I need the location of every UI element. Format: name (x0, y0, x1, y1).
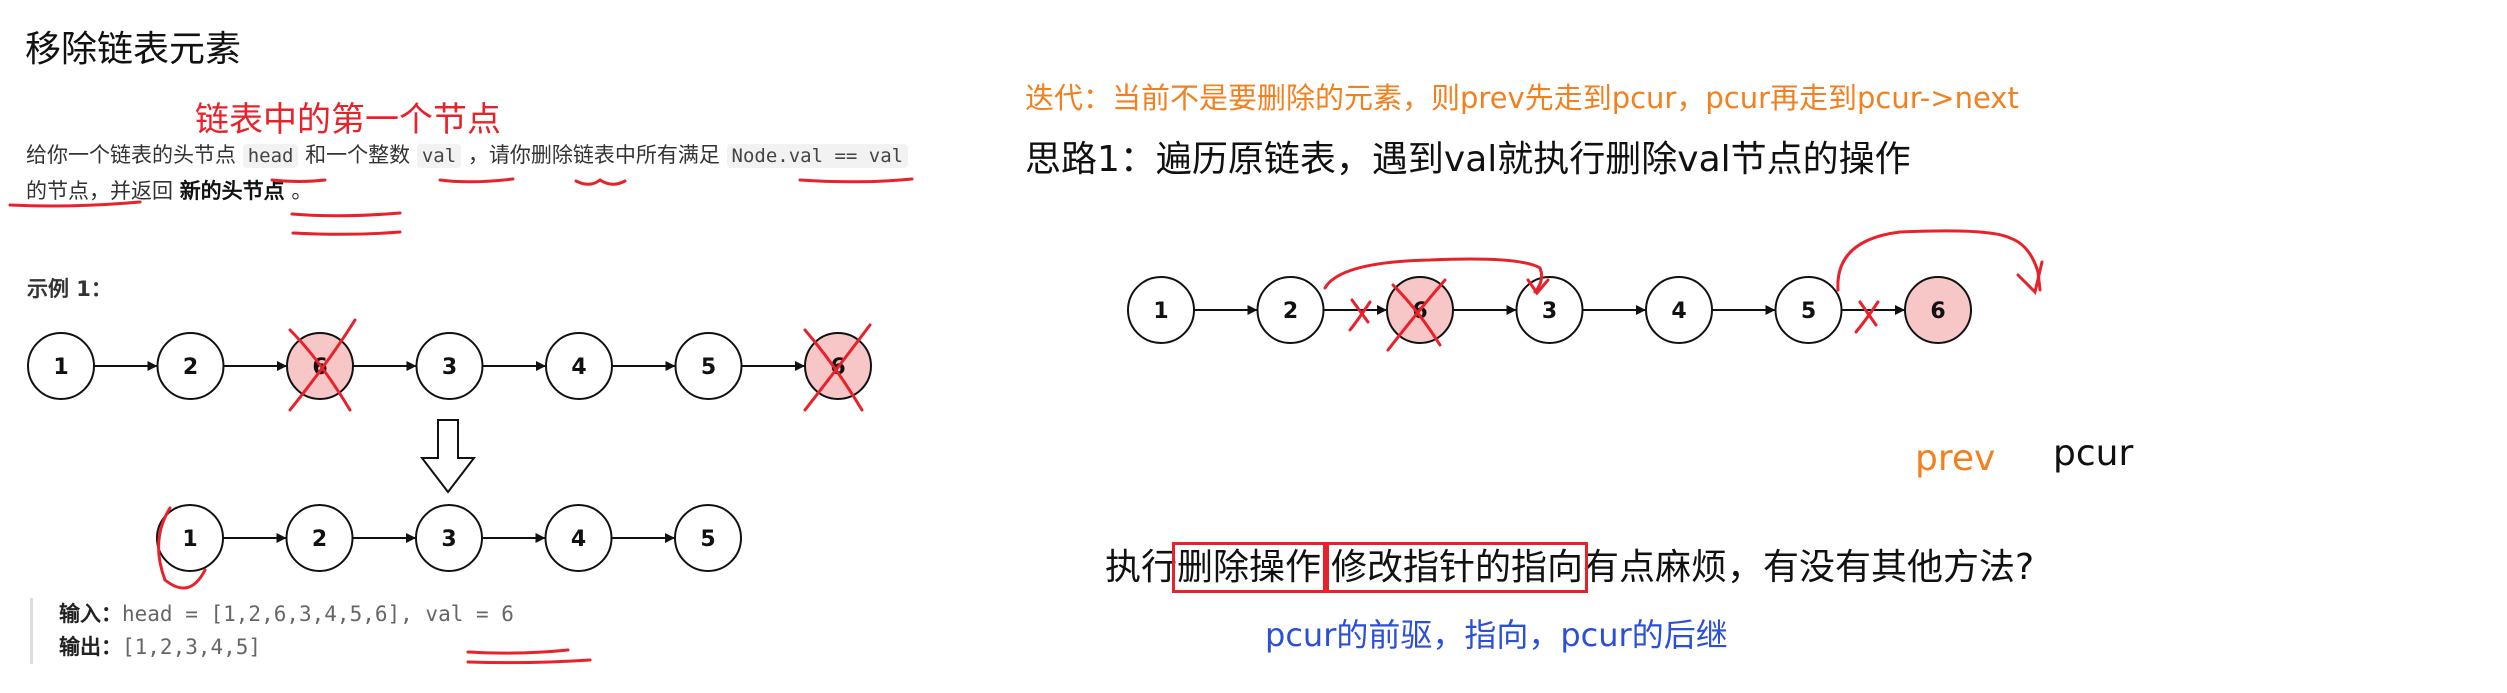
question-text: 执行删除操作修改指针的指向有点麻烦，有没有其他方法? (1105, 542, 2035, 593)
code-val: val (416, 144, 462, 168)
right-node-label-1: 2 (1283, 299, 1298, 324)
after-node-label-2: 3 (441, 527, 456, 552)
code-condition: Node.val == val (726, 144, 909, 168)
example-label: 示例 1： (27, 277, 112, 301)
pcur-label: pcur (2053, 433, 2134, 474)
before-node-label-4: 4 (571, 355, 586, 380)
after-node-label-4: 5 (700, 527, 715, 552)
boxed-modify-pointer: 修改指针的指向 (1326, 542, 1589, 593)
before-node-label-1: 2 (183, 355, 198, 380)
after-node-4 (674, 504, 742, 572)
prev-label: prev (1915, 438, 1996, 479)
code-head: head (242, 144, 299, 168)
handwritten-marks-right (1323, 229, 2044, 352)
before-node-label-3: 3 (442, 355, 457, 380)
down-arrow-icon (419, 419, 477, 494)
right-node-6 (1904, 276, 1972, 344)
boxed-delete-operation: 删除操作 (1172, 542, 1327, 593)
iteration-note: 迭代：当前不是要删除的元素，则prev先走到pcur，pcur再走到pcur->… (1025, 81, 2019, 115)
list-after: 1 2 3 4 5 (156, 504, 742, 572)
after-node-label-1: 2 (312, 527, 327, 552)
idea1-text: 思路1：遍历原链表，遇到val就执行删除val节点的操作 (1025, 139, 1911, 180)
right-node-label-6: 6 (1930, 299, 1945, 324)
right-node-label-5: 5 (1801, 299, 1816, 324)
right-node-label-3: 3 (1542, 299, 1557, 324)
after-node-label-3: 4 (571, 527, 586, 552)
before-node-label-5: 5 (701, 355, 716, 380)
example-io: 输入：head = [1,2,6,3,4,5,6], val = 6 输出：[1… (30, 598, 514, 664)
problem-description: 给你一个链表的头节点 head 和一个整数 val ，请你删除链表中所有满足 N… (26, 138, 926, 209)
bold-new-head: 新的头节点 (179, 179, 285, 203)
page-title: 移除链表元素 (25, 29, 242, 70)
pcur-note: pcur的前驱，指向，pcur的后继 (1265, 616, 1728, 654)
right-node-label-0: 1 (1153, 299, 1168, 324)
input-value: head = [1,2,6,3,4,5,6], val = 6 (122, 602, 514, 626)
first-node-annotation: 链表中的第一个节点 (195, 100, 501, 140)
output-value: [1,2,3,4,5] (122, 635, 262, 659)
right-node-label-4: 4 (1671, 299, 1686, 324)
after-node-label-0: 1 (182, 527, 197, 552)
handwritten-marks-left (8, 177, 914, 665)
before-node-label-0: 1 (53, 355, 68, 380)
